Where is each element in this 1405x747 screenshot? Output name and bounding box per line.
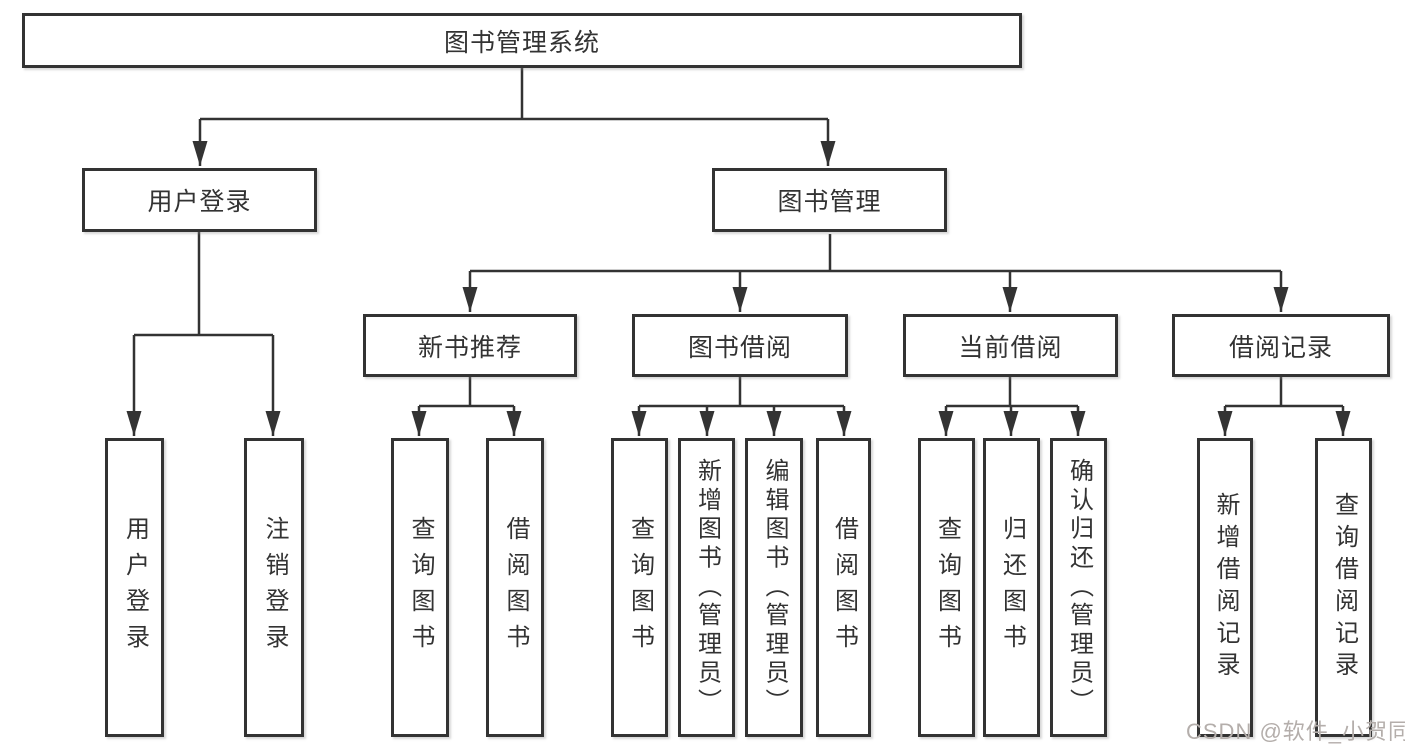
node-book-management: 图书管理: [712, 168, 947, 232]
leaf-add-borrow-record-label: 新增借阅记录: [1212, 491, 1239, 684]
node-new-book-recommend: 新书推荐: [363, 314, 577, 377]
leaf-logout: 注销登录: [244, 438, 304, 737]
leaf-query-book-2-label: 查询图书: [626, 515, 654, 660]
csdn-watermark: CSDN @软件_小贺同学: [1186, 719, 1405, 744]
node-root-label: 图书管理系统: [443, 28, 600, 57]
connector-borrowing-records-children: [1217, 377, 1351, 436]
connector-root-to-level2: [192, 68, 836, 166]
connector-book-borrowing-children: [631, 377, 852, 436]
leaf-confirm-return-admin: 确认归还（管理员）: [1050, 438, 1107, 737]
connector-new-book-recommend-children: [411, 377, 522, 436]
leaf-borrow-book-1: 借阅图书: [486, 438, 544, 737]
leaf-logout-label: 注销登录: [261, 515, 288, 660]
leaf-return-book: 归还图书: [983, 438, 1040, 737]
leaf-query-book-3-label: 查询图书: [933, 515, 961, 660]
leaf-borrow-book-2-label: 借阅图书: [830, 515, 858, 660]
node-borrowing-records-label: 借阅记录: [1228, 333, 1333, 362]
node-root: 图书管理系统: [22, 13, 1022, 68]
leaf-user-login: 用户登录: [105, 438, 164, 737]
leaf-query-book-1: 查询图书: [391, 438, 449, 737]
node-book-borrowing-label: 图书借阅: [687, 333, 792, 362]
node-new-book-recommend-label: 新书推荐: [417, 333, 522, 362]
leaf-query-borrow-record-label: 查询借阅记录: [1330, 491, 1358, 684]
leaf-user-login-label: 用户登录: [121, 515, 149, 660]
leaf-add-book-admin-label: 新增图书（管理员）: [693, 457, 721, 718]
leaf-borrow-book-1-label: 借阅图书: [502, 515, 529, 660]
leaf-edit-book-admin-label: 编辑图书（管理员）: [761, 457, 788, 718]
leaf-add-borrow-record: 新增借阅记录: [1197, 438, 1253, 737]
node-user-login: 用户登录: [82, 168, 317, 232]
node-book-borrowing: 图书借阅: [632, 314, 848, 377]
node-current-borrowing: 当前借阅: [903, 314, 1118, 377]
leaf-return-book-label: 归还图书: [998, 515, 1026, 660]
leaf-query-book-3: 查询图书: [918, 438, 975, 737]
leaf-add-book-admin: 新增图书（管理员）: [678, 438, 735, 737]
node-book-management-label: 图书管理: [777, 188, 882, 216]
connector-book-management-children: [462, 234, 1289, 312]
connector-user-login-children: [126, 232, 281, 436]
connector-current-borrowing-children: [938, 377, 1086, 436]
node-user-login-label: 用户登录: [147, 188, 252, 216]
leaf-borrow-book-2: 借阅图书: [816, 438, 871, 737]
leaf-confirm-return-admin-label: 确认归还（管理员）: [1065, 457, 1093, 718]
node-borrowing-records: 借阅记录: [1172, 314, 1390, 377]
leaf-query-book-1-label: 查询图书: [407, 515, 434, 660]
node-current-borrowing-label: 当前借阅: [958, 333, 1063, 362]
leaf-query-book-2: 查询图书: [611, 438, 668, 737]
leaf-query-borrow-record: 查询借阅记录: [1315, 438, 1372, 737]
leaf-edit-book-admin: 编辑图书（管理员）: [745, 438, 803, 737]
